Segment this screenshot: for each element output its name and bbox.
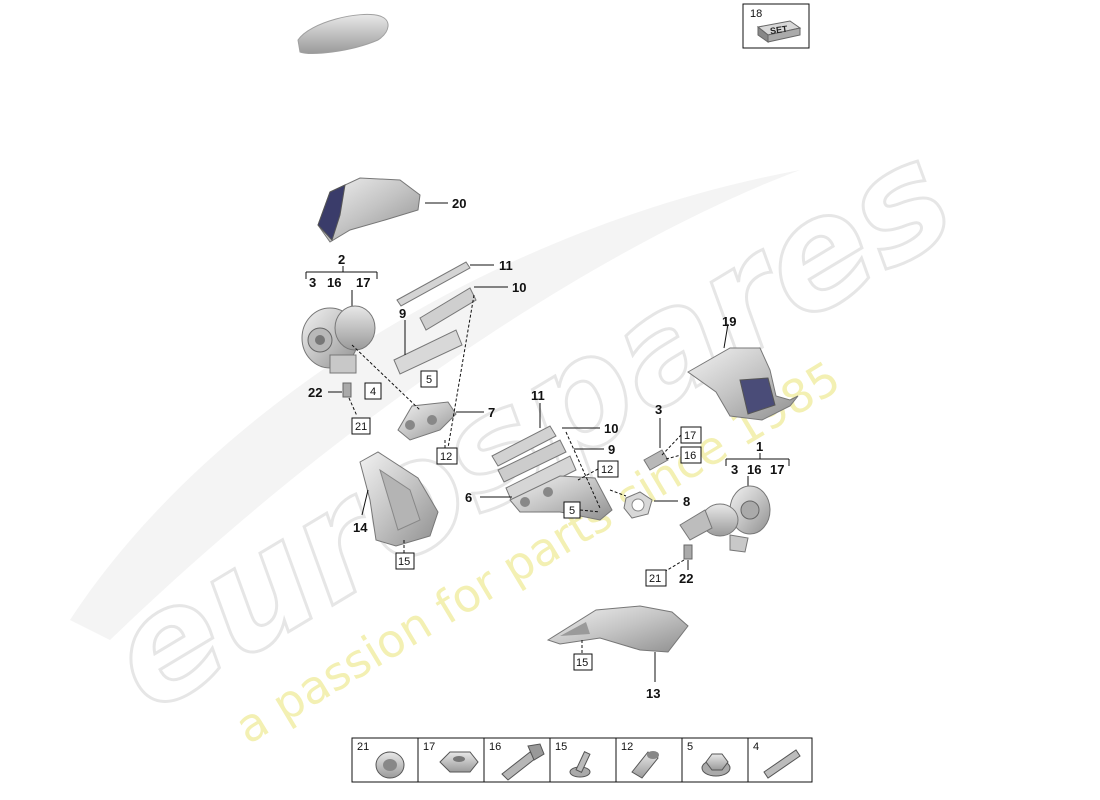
ref-box-15-lower-label: 15 [576,657,588,669]
turbocharger-left[interactable] [301,305,376,374]
callout-6: 6 [465,490,472,505]
car-silhouette-icon [297,13,389,54]
gasket-11-upper[interactable] [396,261,494,307]
ref-box-21-left[interactable]: 21 [351,417,371,435]
gasket-ring-8[interactable] [623,491,678,519]
hardware-number-17: 17 [423,741,435,753]
bracket-left-item-16: 16 [327,275,341,290]
ref-box-12-middle[interactable]: 12 [597,460,619,478]
callout-22-right: 22 [679,571,693,586]
gasket-10-upper[interactable] [419,286,508,331]
ref-box-5-upper-label: 5 [426,374,432,386]
ref-box-15-left[interactable]: 15 [395,552,415,570]
ref-box-21-left-label: 21 [355,421,367,433]
heat-shield-right[interactable] [687,347,799,421]
hex-nut-icon [439,751,479,773]
callout-14: 14 [353,520,368,535]
cap-nut-icon [375,751,405,779]
ref-box-12-upper-label: 12 [440,451,452,463]
ref-box-5-lower-label: 5 [569,505,575,517]
callout-11-middle: 11 [531,388,545,403]
watermark-brand: eurospares [79,108,982,746]
callout-20: 20 [452,196,466,211]
hardware-cell-16[interactable]: 16 [489,741,545,781]
set-box-label: SET [769,24,788,36]
gasket-11-middle[interactable] [491,425,557,467]
ref-box-4[interactable]: 4 [364,382,382,400]
set-kit-icon [756,20,802,43]
ref-box-4-label: 4 [370,386,376,398]
callout-9-upper: 9 [399,306,406,321]
ref-box-17[interactable]: 17 [680,426,702,444]
bracket-left-item-3: 3 [309,275,316,290]
hardware-strip: 21 17 16 15 [351,737,813,783]
exhaust-manifold-upper[interactable] [397,401,484,441]
callout-10-middle: 10 [604,421,618,436]
callout-2: 2 [338,252,345,267]
hardware-number-21: 21 [357,741,369,753]
gasket-10-middle[interactable] [497,427,600,483]
ref-box-15-lower[interactable]: 15 [573,653,593,671]
hardware-cell-5[interactable]: 5 [687,741,731,777]
hardware-number-12: 12 [621,741,633,753]
callout-22-left: 22 [308,385,322,400]
set-box[interactable]: 18 SET [742,3,810,49]
bracket-right-item-3: 3 [731,462,738,477]
flange-bolt-icon [569,751,591,778]
hardware-number-4: 4 [753,741,759,753]
callout-9-middle: 9 [608,442,615,457]
bracket-turbo-left [305,266,378,306]
callout-7: 7 [488,405,495,420]
ref-box-15-left-label: 15 [398,556,410,568]
hardware-number-16: 16 [489,741,501,753]
watermark: eurospares a passion for parts since 198… [70,107,983,754]
hardware-cell-4[interactable]: 4 [753,741,801,779]
ref-box-12-middle-label: 12 [601,464,613,476]
stud-part-right[interactable] [683,544,693,560]
callout-10-upper: 10 [512,280,526,295]
watermark-swoosh [70,170,800,640]
callout-13: 13 [646,686,660,701]
callout-8: 8 [683,494,690,509]
stud-icon [763,749,801,779]
ref-box-17-label: 17 [684,430,696,442]
sleeve-icon [631,751,659,779]
hardware-cell-21[interactable]: 21 [357,741,405,779]
callout-3: 3 [655,402,662,417]
hex-bolt-icon [501,743,545,781]
ref-box-12-upper[interactable]: 12 [436,447,458,465]
bracket-turbo-right [725,453,790,490]
exhaust-manifold-lower[interactable] [480,475,613,521]
bracket-right-item-17: 17 [770,462,784,477]
hardware-cell-17[interactable]: 17 [423,741,479,773]
stud-part-left[interactable] [342,382,352,398]
callout-11-upper: 11 [499,258,513,273]
hardware-cell-15[interactable]: 15 [555,741,591,778]
hardware-cell-12[interactable]: 12 [621,741,659,779]
hardware-number-5: 5 [687,741,693,753]
flange-nut-icon [701,753,731,777]
set-box-number: 18 [750,8,762,20]
gasket-9-upper[interactable] [393,329,463,375]
bracket-left-item-17: 17 [356,275,370,290]
heat-shield-left[interactable] [359,451,439,547]
ref-box-21-right-label: 21 [649,573,661,585]
ref-box-16[interactable]: 16 [680,446,702,464]
bracket-right-item-16: 16 [747,462,761,477]
ref-box-16-label: 16 [684,450,696,462]
callout-1: 1 [756,439,763,454]
heat-shield-lower[interactable] [546,605,689,653]
ref-box-5-upper[interactable]: 5 [420,370,438,388]
heat-shield-upper[interactable] [317,177,448,243]
hardware-number-15: 15 [555,741,567,753]
callout-19: 19 [722,314,736,329]
turbocharger-right[interactable] [679,485,771,553]
ref-box-21-right[interactable]: 21 [645,569,667,587]
ref-box-5-lower[interactable]: 5 [563,501,581,519]
